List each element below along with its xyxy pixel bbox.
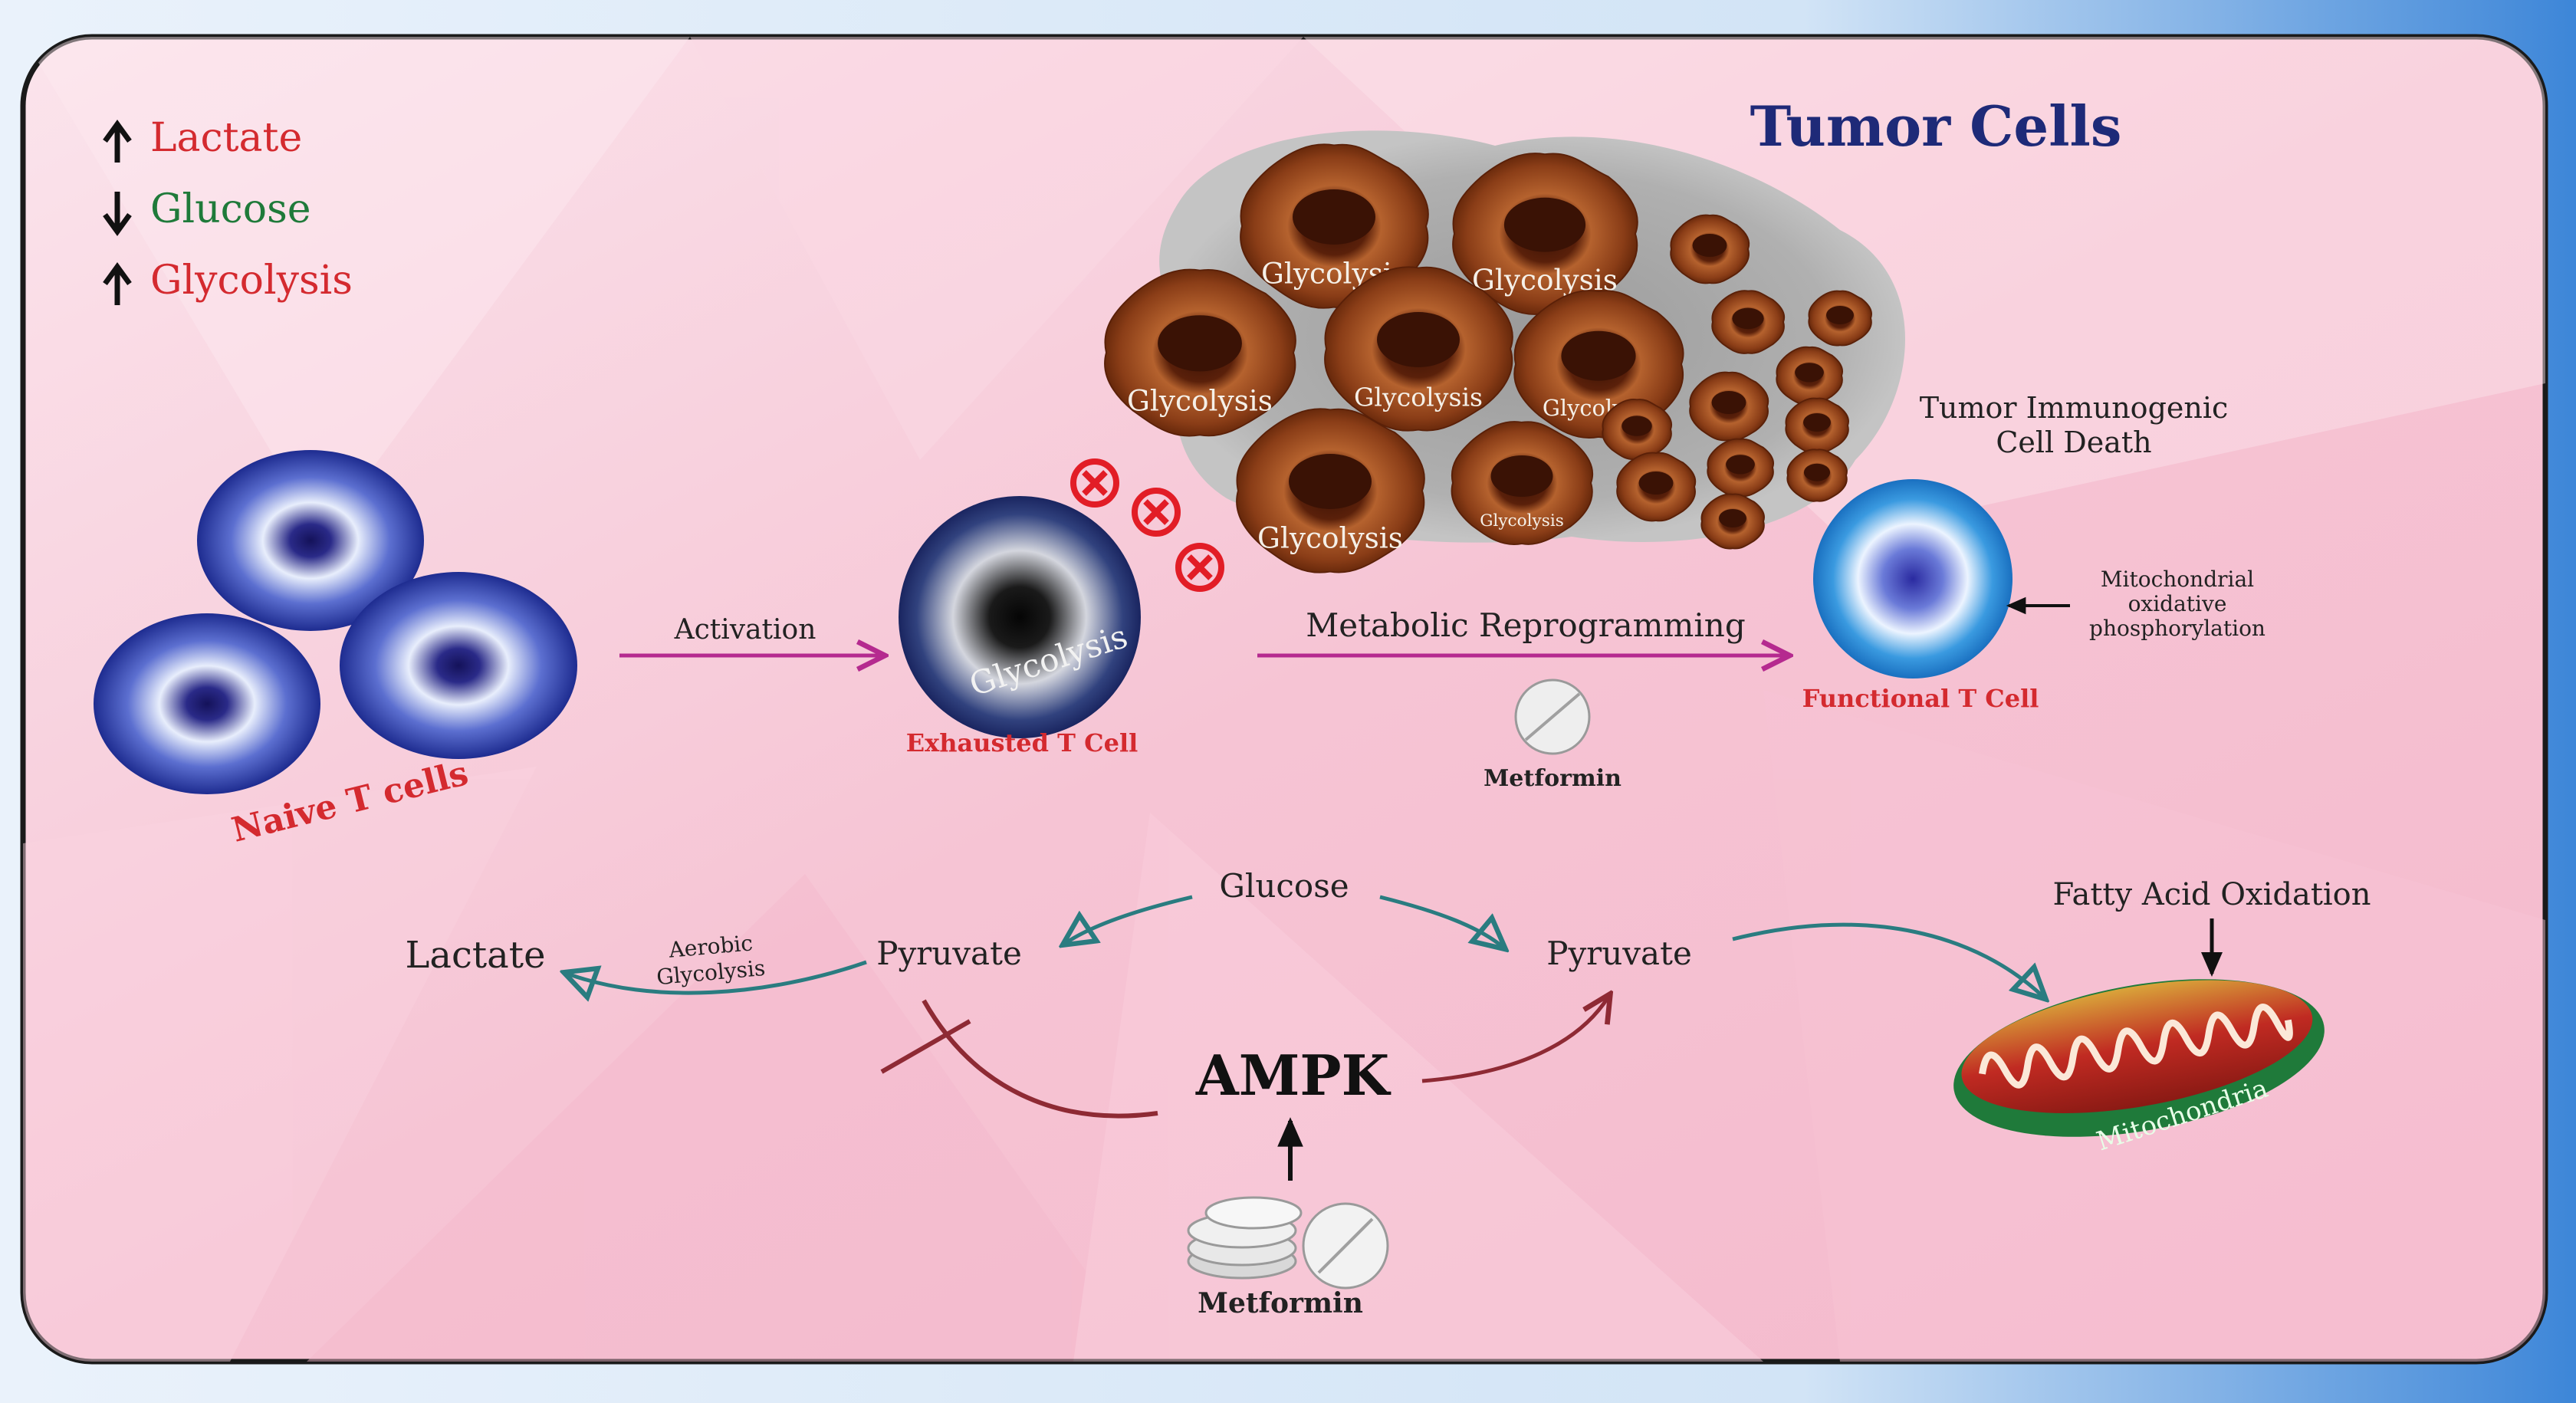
legend-item-lactate: Lactate bbox=[103, 115, 302, 163]
tumor-cell bbox=[1670, 214, 1750, 284]
tumor-nucleus bbox=[1490, 455, 1553, 497]
oxphos-line3: phosphorylation bbox=[2089, 616, 2266, 641]
tumor-cell: Glycolysis bbox=[1324, 266, 1513, 432]
blocked-circle-icon bbox=[1132, 488, 1181, 537]
immunogenic-line2: Cell Death bbox=[1996, 426, 2151, 459]
tumor-nucleus bbox=[1622, 416, 1652, 436]
reprogramming-label: Metabolic Reprogramming bbox=[1306, 606, 1745, 644]
tumor-nucleus bbox=[1692, 234, 1727, 257]
tumor-nucleus bbox=[1732, 307, 1764, 330]
glucose-to-pyruvate-right-arrow bbox=[1379, 895, 1503, 947]
pyruvate-to-lactate-arrow bbox=[567, 960, 867, 993]
glucose-label: Glucose bbox=[1219, 867, 1349, 905]
tumor-nucleus bbox=[1377, 312, 1460, 367]
legend: Lactate Glucose Glycolysis bbox=[103, 115, 353, 305]
tumor-cell bbox=[1786, 449, 1848, 502]
tumor-cells-title: Tumor Cells bbox=[1750, 94, 2122, 159]
pyruvate-left-label: Pyruvate bbox=[876, 935, 1022, 972]
pyruvate-right-label: Pyruvate bbox=[1546, 935, 1692, 972]
activation-label: Activation bbox=[674, 614, 816, 646]
tumor-nucleus bbox=[1726, 455, 1755, 475]
legend-label-glucose: Glucose bbox=[150, 186, 311, 232]
tumor-cell bbox=[1785, 397, 1849, 454]
exhausted-t-cell bbox=[899, 496, 1141, 738]
functional-t-cell bbox=[1813, 479, 2013, 678]
tumor-cell bbox=[1616, 452, 1697, 522]
up-arrow-icon bbox=[103, 120, 132, 163]
tumor-nucleus bbox=[1711, 391, 1746, 414]
tumor-cell-glycolysis-label: Glycolysis bbox=[1480, 511, 1564, 531]
tumor-cell bbox=[1689, 371, 1769, 442]
tumor-cell: Glycolysis bbox=[1236, 408, 1425, 573]
diagram-frame bbox=[20, 34, 2548, 1365]
functional-t-cell-label: Functional T Cell bbox=[1802, 684, 2039, 713]
inhibition-icons bbox=[1070, 458, 1224, 592]
tumor-nucleus bbox=[1293, 189, 1375, 245]
tumor-cell-glycolysis-label: Glycolysis bbox=[1354, 382, 1483, 412]
tumor-cell: Glycolysis bbox=[1104, 268, 1296, 437]
metformin-top-label: Metformin bbox=[1484, 765, 1622, 792]
oxphos-line2: oxidative bbox=[2128, 591, 2227, 616]
naive-t-cell bbox=[197, 450, 424, 631]
up-arrow-icon bbox=[103, 262, 132, 305]
naive-t-cells bbox=[94, 450, 577, 794]
down-arrow-icon bbox=[103, 192, 132, 236]
metformin-bottom-label: Metformin bbox=[1198, 1287, 1363, 1319]
tumor-cell-glycolysis-label: Glycolysis bbox=[1127, 384, 1273, 418]
metformin-pills-icon bbox=[1187, 1196, 1389, 1290]
ampk-inhibition-bar bbox=[880, 1019, 971, 1074]
legend-label-glycolysis: Glycolysis bbox=[150, 258, 353, 304]
mitochondria-icon bbox=[1953, 979, 2325, 1137]
tumor-nucleus bbox=[1503, 197, 1586, 252]
tumor-cell bbox=[1707, 438, 1774, 498]
ampk-label: AMPK bbox=[1195, 1043, 1392, 1108]
tumor-cell bbox=[1808, 290, 1872, 347]
tumor-cell: Glycolysis bbox=[1451, 421, 1594, 545]
naive-t-cell bbox=[340, 572, 577, 759]
exhausted-t-cell-label: Exhausted T Cell bbox=[906, 728, 1138, 757]
lactate-label: Lactate bbox=[406, 934, 546, 977]
naive-t-cell bbox=[94, 613, 320, 794]
tumor-cell-glycolysis-label: Glycolysis bbox=[1257, 521, 1403, 554]
tumor-nucleus bbox=[1561, 330, 1636, 381]
legend-item-glycolysis: Glycolysis bbox=[103, 258, 353, 305]
tumor-nucleus bbox=[1795, 363, 1824, 383]
tumor-nucleus bbox=[1803, 463, 1831, 481]
glucose-to-pyruvate-left-arrow bbox=[1066, 895, 1193, 943]
tumor-nucleus bbox=[1719, 509, 1746, 527]
tumor-cell: Glycolysis bbox=[1452, 153, 1638, 315]
tumor-nucleus bbox=[1158, 315, 1242, 372]
tumor-cell bbox=[1700, 493, 1765, 550]
pyruvate-to-mitochondria-arrow bbox=[1732, 922, 2043, 997]
ampk-activation-arrow bbox=[1421, 997, 1608, 1083]
immunogenic-line1: Tumor Immunogenic bbox=[1920, 391, 2229, 425]
metformin-pill-icon bbox=[1514, 678, 1591, 755]
tumor-cell bbox=[1776, 346, 1843, 406]
fatty-acid-label: Fatty Acid Oxidation bbox=[2052, 877, 2371, 912]
blocked-circle-icon bbox=[1070, 458, 1119, 508]
tumor-nucleus bbox=[1803, 413, 1831, 432]
tumor-nucleus bbox=[1638, 472, 1674, 495]
blocked-circle-icon bbox=[1175, 543, 1224, 592]
tumor-nucleus bbox=[1826, 306, 1854, 324]
oxphos-line1: Mitochondrial bbox=[2101, 567, 2254, 592]
legend-item-glucose: Glucose bbox=[103, 186, 311, 236]
tumor-nucleus bbox=[1289, 454, 1372, 509]
tumor-cell bbox=[1602, 398, 1672, 461]
tumor-cell bbox=[1711, 290, 1786, 354]
legend-label-lactate: Lactate bbox=[150, 115, 302, 161]
